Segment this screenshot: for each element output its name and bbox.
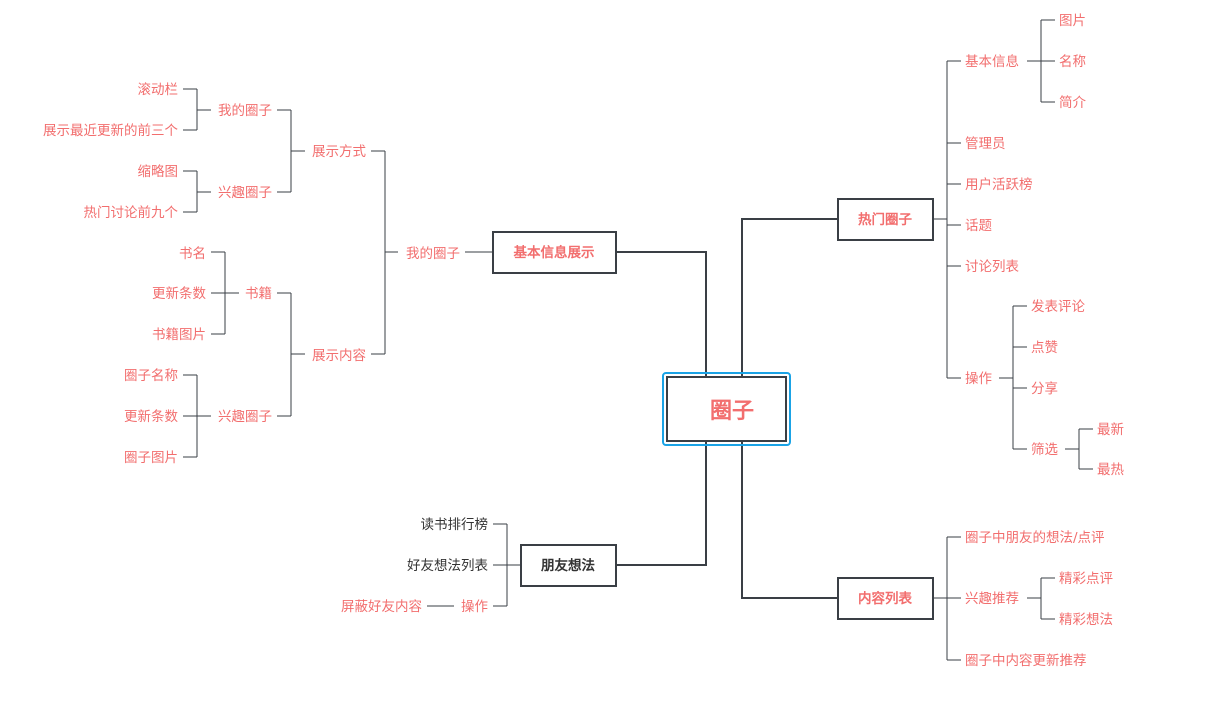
node-dm-my-circle[interactable]: 我的圈子 [218, 103, 272, 119]
leaf-block-friend-content[interactable]: 屏蔽好友内容 [341, 598, 422, 615]
leaf-user-activity-ranking[interactable]: 用户活跃榜 [965, 176, 1033, 193]
node-hot-circles-label: 热门圈子 [858, 211, 912, 228]
leaf-friend-thoughts-in-circle[interactable]: 圈子中朋友的想法/点评 [965, 530, 1105, 546]
leaf-great-thought[interactable]: 精彩想法 [1059, 612, 1113, 628]
leaf-content-update-recommend[interactable]: 圈子中内容更新推荐 [965, 652, 1087, 669]
leaf-reading-ranking[interactable]: 读书排行榜 [421, 516, 489, 533]
leaf-book-name[interactable]: 书名 [179, 246, 206, 262]
leaf-name[interactable]: 名称 [1059, 54, 1086, 70]
node-display-content[interactable]: 展示内容 [312, 347, 366, 364]
leaf-top-nine[interactable]: 热门讨论前九个 [84, 204, 179, 221]
node-dc-interest-circle[interactable]: 兴趣圈子 [218, 409, 272, 425]
friend-thoughts-connectors [427, 523, 520, 607]
leaf-circle-update-count[interactable]: 更新条数 [124, 408, 178, 425]
leaf-picture[interactable]: 图片 [1059, 13, 1086, 29]
leaf-share[interactable]: 分享 [1031, 380, 1058, 397]
node-filter[interactable]: 筛选 [1031, 442, 1059, 458]
node-hot-basic-info[interactable]: 基本信息 [965, 53, 1019, 70]
hot-circles-connectors [933, 19, 1093, 470]
node-friend-operation[interactable]: 操作 [461, 599, 488, 615]
leaf-recent-three[interactable]: 展示最近更新的前三个 [43, 122, 178, 139]
root-node[interactable]: 圈子 [662, 372, 791, 446]
leaf-circle-name[interactable]: 圈子名称 [124, 368, 178, 384]
leaf-book-update-count[interactable]: 更新条数 [152, 285, 206, 302]
node-content-list-label: 内容列表 [858, 590, 912, 607]
node-hot-circles[interactable]: 热门圈子 [837, 198, 934, 241]
content-list-connectors [933, 536, 1055, 661]
leaf-topic[interactable]: 话题 [965, 218, 992, 234]
node-interest-recommend[interactable]: 兴趣推荐 [965, 591, 1019, 607]
leaf-post-comment[interactable]: 发表评论 [1031, 299, 1085, 315]
leaf-admin[interactable]: 管理员 [965, 136, 1006, 152]
basic-info-connectors [183, 88, 492, 458]
leaf-great-review[interactable]: 精彩点评 [1059, 571, 1113, 587]
leaf-newest[interactable]: 最新 [1097, 422, 1124, 438]
leaf-friend-thought-list[interactable]: 好友想法列表 [407, 558, 488, 574]
node-display-method[interactable]: 展示方式 [312, 144, 366, 160]
node-friend-thoughts-label: 朋友想法 [540, 557, 595, 574]
leaf-thumbnail[interactable]: 缩略图 [138, 164, 179, 180]
leaf-hottest[interactable]: 最热 [1097, 462, 1125, 478]
leaf-discussion-list[interactable]: 讨论列表 [965, 259, 1019, 275]
leaf-like[interactable]: 点赞 [1031, 340, 1058, 356]
leaf-scrollbar[interactable]: 滚动栏 [138, 81, 179, 98]
leaf-intro[interactable]: 简介 [1059, 94, 1087, 111]
node-hot-operation[interactable]: 操作 [965, 371, 992, 387]
root-connectors [616, 218, 838, 599]
node-content-list[interactable]: 内容列表 [837, 577, 934, 620]
node-dm-interest-circle[interactable]: 兴趣圈子 [218, 185, 272, 201]
root-label: 圈子 [710, 399, 754, 424]
node-friend-thoughts[interactable]: 朋友想法 [520, 544, 617, 587]
selection-outline [662, 372, 791, 446]
node-basic-info-label: 基本信息展示 [514, 244, 595, 261]
node-my-circle[interactable]: 我的圈子 [406, 246, 460, 262]
leaf-book-image[interactable]: 书籍图片 [152, 326, 206, 343]
node-basic-info[interactable]: 基本信息展示 [492, 231, 617, 274]
node-books[interactable]: 书籍 [245, 285, 272, 302]
leaf-circle-image[interactable]: 圈子图片 [124, 450, 178, 466]
